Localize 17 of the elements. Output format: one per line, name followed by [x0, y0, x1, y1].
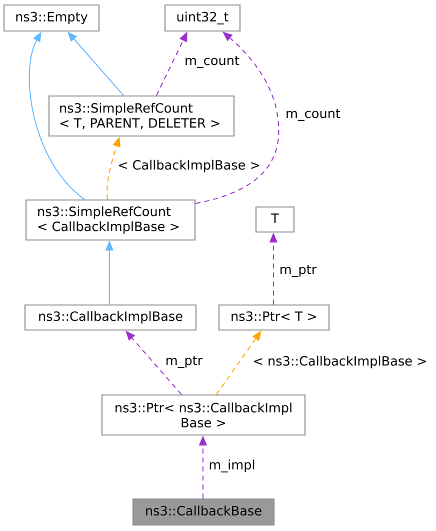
- class-box: ns3::Empty: [3, 4, 100, 32]
- class-box: ns3::CallbackImplBase: [24, 304, 197, 331]
- edge-label: m_count: [284, 108, 342, 122]
- dashed-arrow: [195, 32, 280, 204]
- edge-label: < CallbackImplBase >: [116, 158, 262, 174]
- class-box: ns3::CallbackBase: [132, 498, 275, 526]
- edge-label: m_count: [184, 55, 240, 69]
- class-box: ns3::SimpleRefCount < CallbackImplBase >: [25, 199, 196, 241]
- class-box: uint32_t: [164, 4, 241, 32]
- class-box: ns3::Ptr< T >: [218, 304, 330, 331]
- class-box: ns3::Ptr< ns3::CallbackImpl Base >: [101, 394, 306, 436]
- class-box: T: [255, 206, 295, 233]
- class-box: ns3::SimpleRefCount < T, PARENT, DELETER >: [48, 95, 235, 137]
- edge-label: m_ptr: [164, 355, 204, 369]
- edge-label: m_impl: [208, 458, 256, 474]
- edge-label: < ns3::CallbackImplBase >: [252, 354, 428, 370]
- edge-label: m_ptr: [278, 264, 318, 278]
